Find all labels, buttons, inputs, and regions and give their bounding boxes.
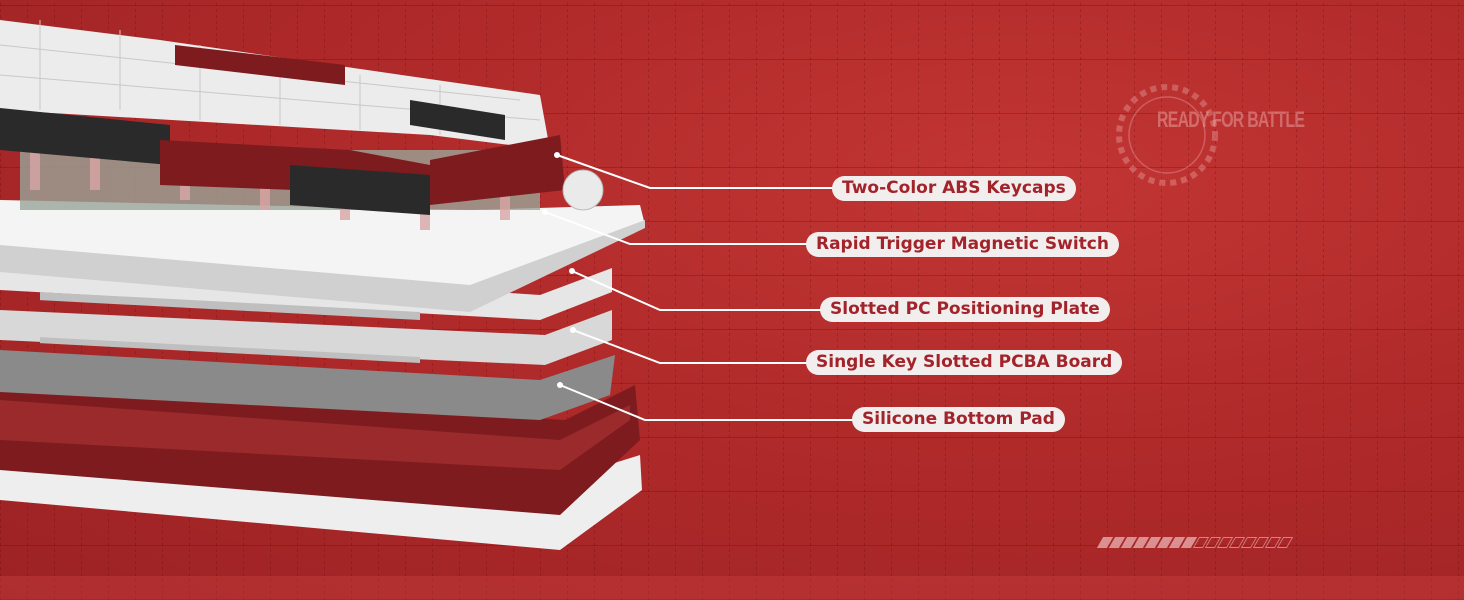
callout-bottom-pad: Silicone Bottom Pad <box>852 407 1065 432</box>
bottom-band <box>0 576 1464 600</box>
callout-plate: Slotted PC Positioning Plate <box>820 297 1110 322</box>
pcba-layer <box>0 310 612 365</box>
callout-switch: Rapid Trigger Magnetic Switch <box>806 232 1119 257</box>
leader-lines <box>544 154 855 421</box>
keycaps-red-fn <box>175 45 345 85</box>
callout-keycaps: Two-Color ABS Keycaps <box>832 176 1076 201</box>
volume-knob <box>562 169 604 211</box>
progress-stripes <box>1096 537 1294 548</box>
callout-pcba: Single Key Slotted PCBA Board <box>806 350 1123 375</box>
silicone-pad-layer <box>0 350 615 420</box>
stamp-text: READY FOR BATTLE <box>1157 107 1305 132</box>
ready-for-battle-stamp-icon <box>1116 84 1218 186</box>
keycaps-dark <box>0 108 170 165</box>
